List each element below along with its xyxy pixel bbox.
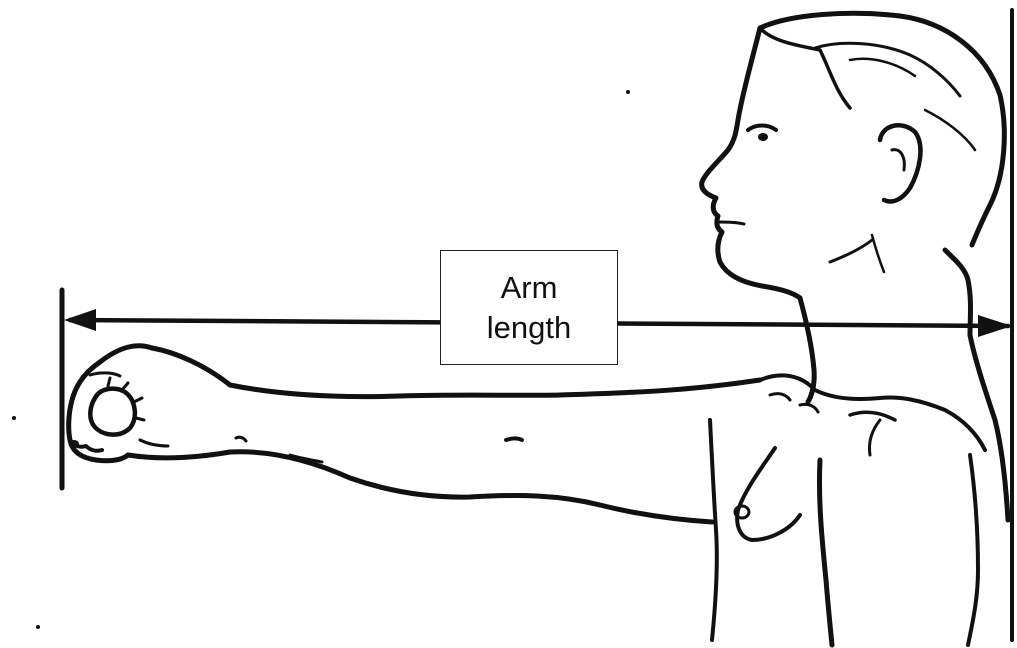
neck-back <box>945 250 971 335</box>
curled-fingers <box>90 389 135 435</box>
fist-outline <box>69 346 152 461</box>
speck <box>626 90 630 94</box>
pectoral <box>737 448 800 540</box>
label-line-1: Arm <box>501 268 558 308</box>
outstretched-arm <box>128 348 760 522</box>
speck <box>12 416 16 420</box>
chest <box>710 420 717 640</box>
label-line-2: length <box>487 308 571 348</box>
speck <box>36 625 40 629</box>
torso-side <box>819 460 832 645</box>
right-arrowhead <box>978 315 1012 337</box>
ear <box>880 125 920 201</box>
hair <box>760 13 1004 245</box>
eye <box>748 126 776 131</box>
fist <box>69 346 168 461</box>
arm-length-label: Arm length <box>440 250 618 365</box>
left-arrowhead <box>64 309 96 331</box>
jaw <box>830 240 872 262</box>
face-profile <box>702 28 800 298</box>
head <box>702 13 1005 402</box>
arm-lower-edge <box>128 452 712 522</box>
